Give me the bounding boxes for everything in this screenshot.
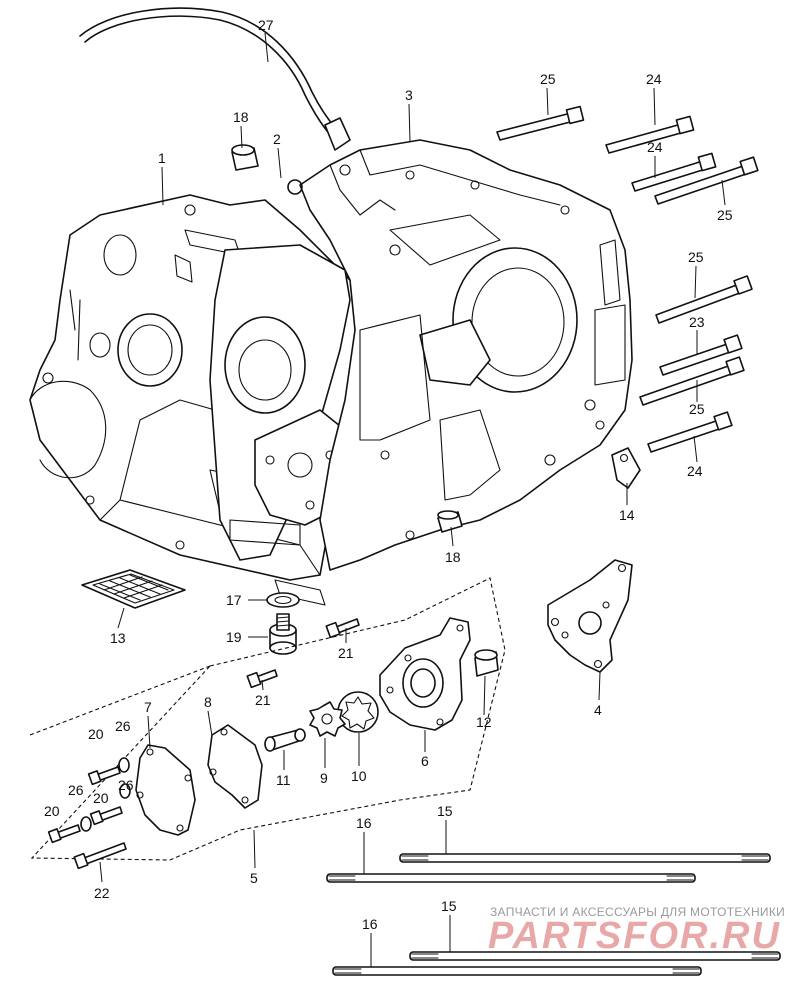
callout-25-top: 25 bbox=[540, 71, 556, 87]
callout-18-bottom: 18 bbox=[445, 549, 461, 565]
cable-clip-14 bbox=[611, 447, 641, 489]
callout-20-a: 20 bbox=[88, 726, 104, 742]
callout-24-bottom: 24 bbox=[687, 463, 703, 479]
callout-26-a: 26 bbox=[115, 718, 131, 734]
callout-1: 1 bbox=[158, 150, 166, 166]
screw-20-a bbox=[87, 766, 121, 786]
callout-14: 14 bbox=[619, 507, 635, 523]
callout-22: 22 bbox=[94, 885, 110, 901]
callout-2: 2 bbox=[273, 131, 281, 147]
stud-bolts-right bbox=[496, 105, 759, 453]
dowel-12 bbox=[474, 649, 499, 677]
pump-cover-gasket-8 bbox=[207, 724, 263, 809]
callout-25-mid-right: 25 bbox=[688, 249, 704, 265]
leader-lines bbox=[99, 32, 726, 967]
right-crankcase-half bbox=[274, 139, 633, 606]
callout-8: 8 bbox=[204, 694, 212, 710]
callout-23: 23 bbox=[689, 314, 705, 330]
dowel-pin-18-bottom bbox=[437, 510, 463, 533]
callout-17: 17 bbox=[226, 592, 242, 608]
stud-15-upper bbox=[399, 853, 771, 863]
watermark-tagline: ЗАПЧАСТИ И АКСЕССУАРЫ ДЛЯ МОТОТЕХНИКИ bbox=[490, 905, 785, 919]
callout-25-upper-right: 25 bbox=[717, 207, 733, 223]
oring-2 bbox=[287, 179, 303, 195]
callout-15-lower: 15 bbox=[441, 898, 457, 914]
callout-10: 10 bbox=[351, 768, 367, 784]
screw-20-c bbox=[47, 824, 81, 844]
callout-16-lower: 16 bbox=[362, 916, 378, 932]
breather-tube bbox=[79, 7, 351, 151]
outer-rotor-10 bbox=[337, 691, 379, 733]
bolt-21-upper bbox=[325, 618, 360, 639]
callout-4: 4 bbox=[594, 702, 602, 718]
crankcase-center-section bbox=[209, 244, 351, 561]
dowel-pin-18-top bbox=[231, 144, 259, 171]
washer-26-c bbox=[80, 816, 92, 832]
callout-27: 27 bbox=[258, 17, 274, 33]
bolt-22 bbox=[73, 842, 127, 870]
oil-strainer-screen-13 bbox=[81, 569, 186, 609]
callout-labels: 27 3 25 24 24 25 25 23 25 24 14 1 18 2 1… bbox=[44, 17, 733, 932]
callout-5: 5 bbox=[250, 870, 258, 886]
callout-19: 19 bbox=[226, 629, 242, 645]
stud-15-lower bbox=[409, 951, 781, 961]
callout-12: 12 bbox=[476, 714, 492, 730]
oil-pump-body-6 bbox=[379, 617, 471, 731]
callout-3: 3 bbox=[405, 87, 413, 103]
bolt-21-lower bbox=[246, 669, 278, 689]
screw-20-b bbox=[89, 806, 123, 826]
callout-16-upper: 16 bbox=[356, 815, 372, 831]
callout-15-upper: 15 bbox=[437, 803, 453, 819]
watermark: ЗАПЧАСТИ И АКСЕССУАРЫ ДЛЯ МОТОТЕХНИКИ PA… bbox=[488, 905, 785, 957]
callout-21-upper: 21 bbox=[338, 645, 354, 661]
oil-pump-gasket-4 bbox=[547, 559, 633, 673]
sealing-washer-17 bbox=[266, 592, 300, 608]
washer-26-a bbox=[118, 757, 130, 773]
callout-7: 7 bbox=[144, 699, 152, 715]
pump-shaft-11 bbox=[264, 728, 306, 752]
callout-21-lower: 21 bbox=[255, 692, 271, 708]
callout-20-b: 20 bbox=[93, 790, 109, 806]
watermark-brand: PARTSFOR.RU bbox=[488, 915, 781, 957]
callout-25-lower-right: 25 bbox=[689, 401, 705, 417]
callout-11: 11 bbox=[276, 772, 291, 788]
washer-26-b bbox=[119, 783, 131, 799]
inner-rotor-9 bbox=[309, 701, 346, 737]
callout-24-mid: 24 bbox=[647, 139, 663, 155]
callout-20-c: 20 bbox=[44, 803, 60, 819]
callout-26-c: 26 bbox=[68, 782, 84, 798]
callout-18-top: 18 bbox=[233, 109, 249, 125]
callout-26-b: 26 bbox=[118, 777, 134, 793]
callout-13: 13 bbox=[110, 630, 126, 646]
callout-6: 6 bbox=[421, 753, 429, 769]
pump-cover-7 bbox=[135, 744, 196, 836]
stud-16-upper bbox=[326, 873, 696, 883]
callout-9: 9 bbox=[320, 770, 328, 786]
drain-plug-19 bbox=[269, 613, 297, 655]
callout-24-top: 24 bbox=[646, 71, 662, 87]
stud-16-lower bbox=[332, 966, 702, 976]
